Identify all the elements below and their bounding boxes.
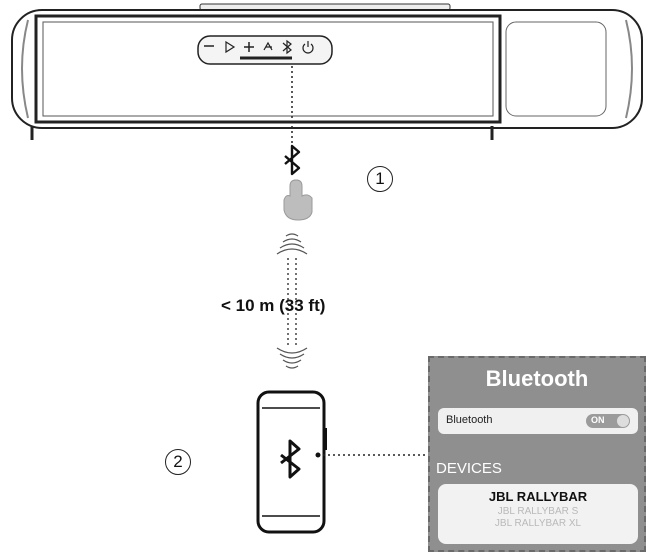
soundbar-right-cap-line	[625, 19, 633, 119]
bluetooth-icon	[284, 144, 301, 176]
soundbar-grille-inner	[42, 21, 494, 117]
signal-waves-bottom	[276, 347, 308, 369]
party-link-icon[interactable]	[263, 41, 273, 51]
step-2-number: 2	[173, 452, 183, 471]
bluetooth-toggle-row[interactable]: Bluetooth ON	[438, 408, 638, 434]
toggle-state-text: ON	[591, 415, 605, 425]
soundbar-side-panel	[505, 21, 607, 117]
device-item[interactable]: JBL RALLYBAR S	[497, 506, 579, 517]
toggle-knob	[617, 415, 629, 427]
soundbar-left-cap-line	[21, 19, 29, 119]
bluetooth-icon[interactable]	[282, 39, 292, 55]
power-icon[interactable]	[302, 41, 314, 54]
signal-waves-top	[276, 233, 308, 255]
distance-label: < 10 m (33 ft)	[221, 296, 326, 315]
bluetooth-toggle[interactable]: ON	[586, 414, 630, 428]
bluetooth-row-label: Bluetooth	[446, 414, 493, 426]
bluetooth-icon	[280, 439, 301, 479]
panel-title: Bluetooth	[485, 366, 589, 391]
plus-icon[interactable]	[244, 42, 254, 52]
step-1-marker: 1	[367, 166, 393, 192]
step-1-number: 1	[375, 169, 385, 188]
step-2-marker: 2	[165, 449, 191, 475]
smartphone	[256, 390, 327, 534]
soundbar-control-panel	[197, 35, 333, 65]
play-icon[interactable]	[225, 40, 236, 54]
bluetooth-settings-panel: Bluetooth Bluetooth ON DEVICES JBL RALLY…	[428, 356, 646, 552]
soundbar	[11, 3, 643, 140]
soundbar-body	[11, 9, 643, 129]
finger-press-icon	[283, 179, 313, 221]
connector-dot	[315, 452, 321, 458]
device-item[interactable]: JBL RALLYBAR XL	[494, 518, 582, 529]
device-list: JBL RALLYBAR JBL RALLYBAR S JBL RALLYBAR…	[438, 484, 638, 544]
device-item[interactable]: JBL RALLYBAR	[488, 489, 588, 504]
devices-header: DEVICES	[436, 460, 502, 477]
